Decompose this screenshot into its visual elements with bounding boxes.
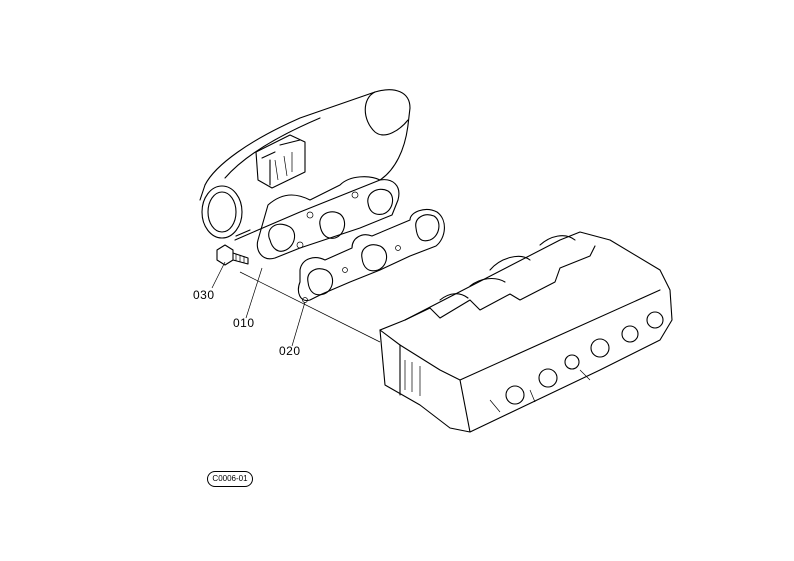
bolt-drawing: [216, 244, 249, 266]
exhaust-manifold-drawing: [199, 89, 411, 260]
part-number-030-label: 030: [193, 288, 215, 302]
part-number-010-label: 010: [233, 316, 255, 330]
gasket-drawing: [297, 209, 445, 303]
leader-lines: [211, 261, 381, 347]
cylinder-head-drawing: [379, 231, 673, 433]
figure-reference-badge: C0006-01: [207, 471, 253, 487]
part-number-020-label: 020: [279, 344, 301, 358]
